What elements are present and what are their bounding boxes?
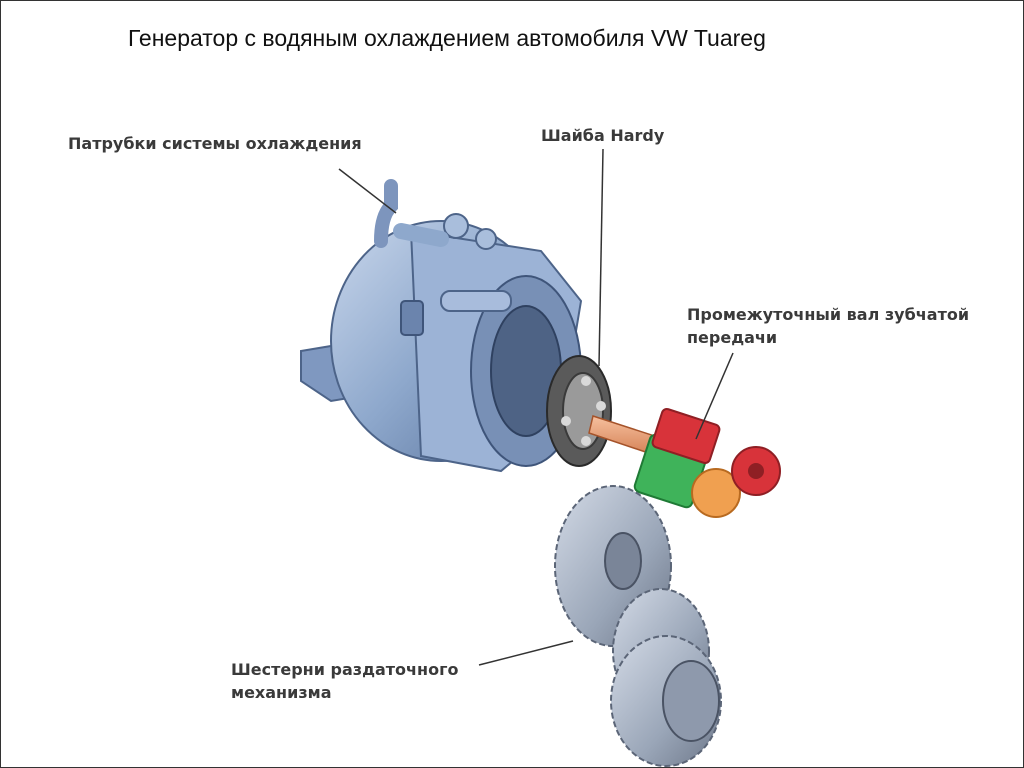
transfer-gears — [554, 485, 722, 767]
label-hardy-disc: Шайба Hardy — [541, 126, 665, 145]
generator-housing — [300, 213, 583, 473]
hardy-disc-leader — [598, 148, 604, 367]
transfer-gears-leader — [478, 640, 574, 666]
coolant-pipes — [374, 179, 449, 248]
label-transfer-gears: Шестерни раздаточного механизма — [231, 660, 459, 702]
slide-title: Генератор с водяным охлаждением автомоби… — [128, 25, 766, 51]
hardy-disc — [546, 355, 612, 467]
coolant-pipes-leader — [338, 168, 397, 214]
label-intermediate-shaft: Промежуточный вал зубчатой передачи — [687, 305, 970, 347]
label-coolant-pipes: Патрубки системы охлаждения — [68, 134, 362, 153]
intermediate-shaft — [588, 408, 781, 518]
intermediate-shaft-leader — [695, 352, 734, 440]
